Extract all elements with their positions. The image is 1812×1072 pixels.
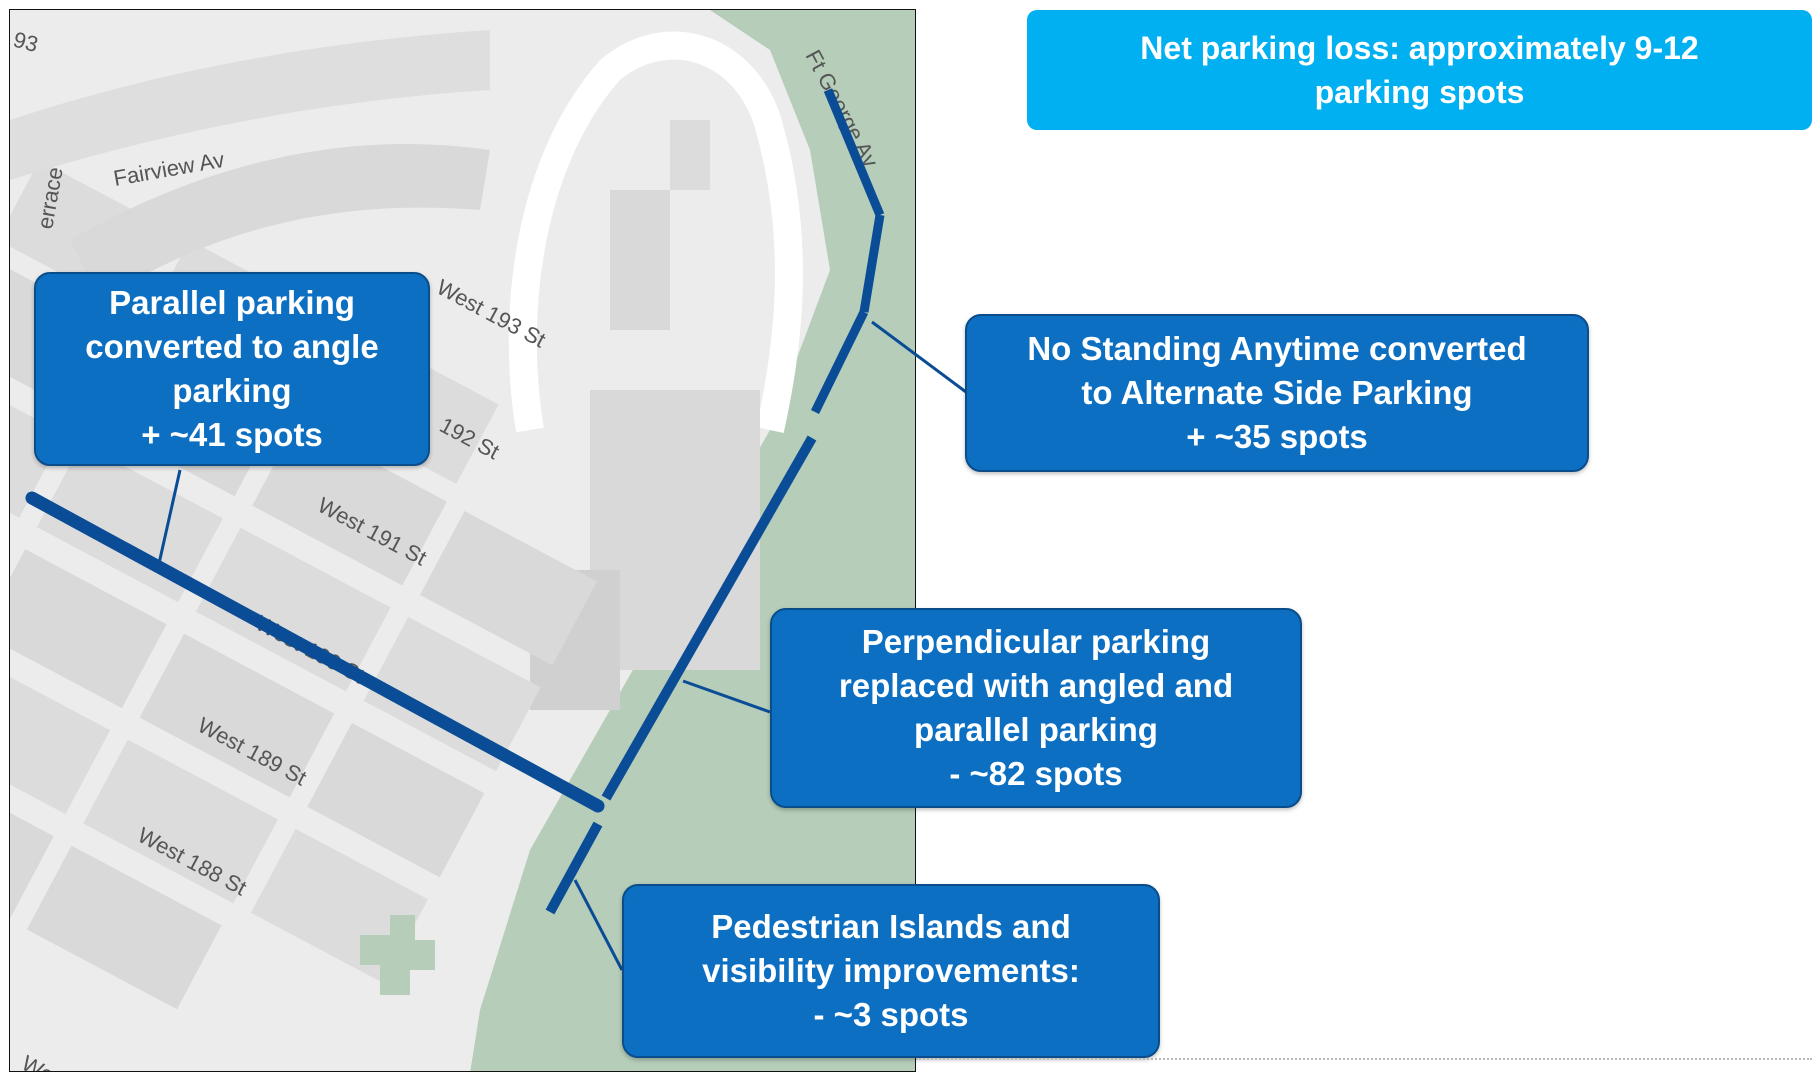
- callout-angle-line-1: Parallel parking: [109, 284, 355, 321]
- net-parking-summary: Net parking loss: approximately 9-12 par…: [1027, 10, 1812, 130]
- callout-perpendicular-parking: Perpendicular parking replaced with angl…: [770, 608, 1302, 808]
- park-building-4: [670, 120, 710, 190]
- loop-road: [508, 31, 803, 434]
- callout-pedestrian-islands: Pedestrian Islands and visibility improv…: [622, 884, 1160, 1058]
- callout-alternate-line-1: No Standing Anytime converted: [1027, 330, 1527, 367]
- callout-angle-line-4: + ~41 spots: [141, 416, 323, 453]
- callout-alternate-line-3: + ~35 spots: [1186, 418, 1368, 455]
- callout-alternate-side-parking: No Standing Anytime converted to Alterna…: [965, 314, 1589, 472]
- label-west-partial: West: [18, 1050, 74, 1072]
- small-park: [360, 915, 435, 995]
- footer-divider: [916, 1058, 1812, 1060]
- park-building-3: [610, 190, 670, 330]
- net-summary-line-2: parking spots: [1314, 74, 1525, 110]
- callout-angle-line-2: converted to angle: [85, 328, 379, 365]
- callout-pedestrian-line-2: visibility improvements:: [702, 952, 1080, 989]
- label-193-partial: 93: [11, 27, 41, 57]
- callout-perpendicular-line-4: - ~82 spots: [949, 755, 1123, 792]
- net-summary-line-1: Net parking loss: approximately 9-12: [1140, 30, 1699, 66]
- callout-pedestrian-line-1: Pedestrian Islands and: [711, 908, 1071, 945]
- callout-perpendicular-line-3: parallel parking: [914, 711, 1158, 748]
- callout-alternate-line-2: to Alternate Side Parking: [1081, 374, 1473, 411]
- callout-perpendicular-line-1: Perpendicular parking: [861, 623, 1211, 660]
- upper-blocks: [70, 144, 490, 300]
- callout-angle-parking: Parallel parking converted to angle park…: [34, 272, 430, 466]
- callout-perpendicular-line-2: replaced with angled and: [838, 667, 1234, 704]
- callout-angle-line-3: parking: [172, 372, 292, 409]
- callout-pedestrian-line-3: - ~3 spots: [813, 996, 969, 1033]
- fairview-blocks: [10, 30, 490, 180]
